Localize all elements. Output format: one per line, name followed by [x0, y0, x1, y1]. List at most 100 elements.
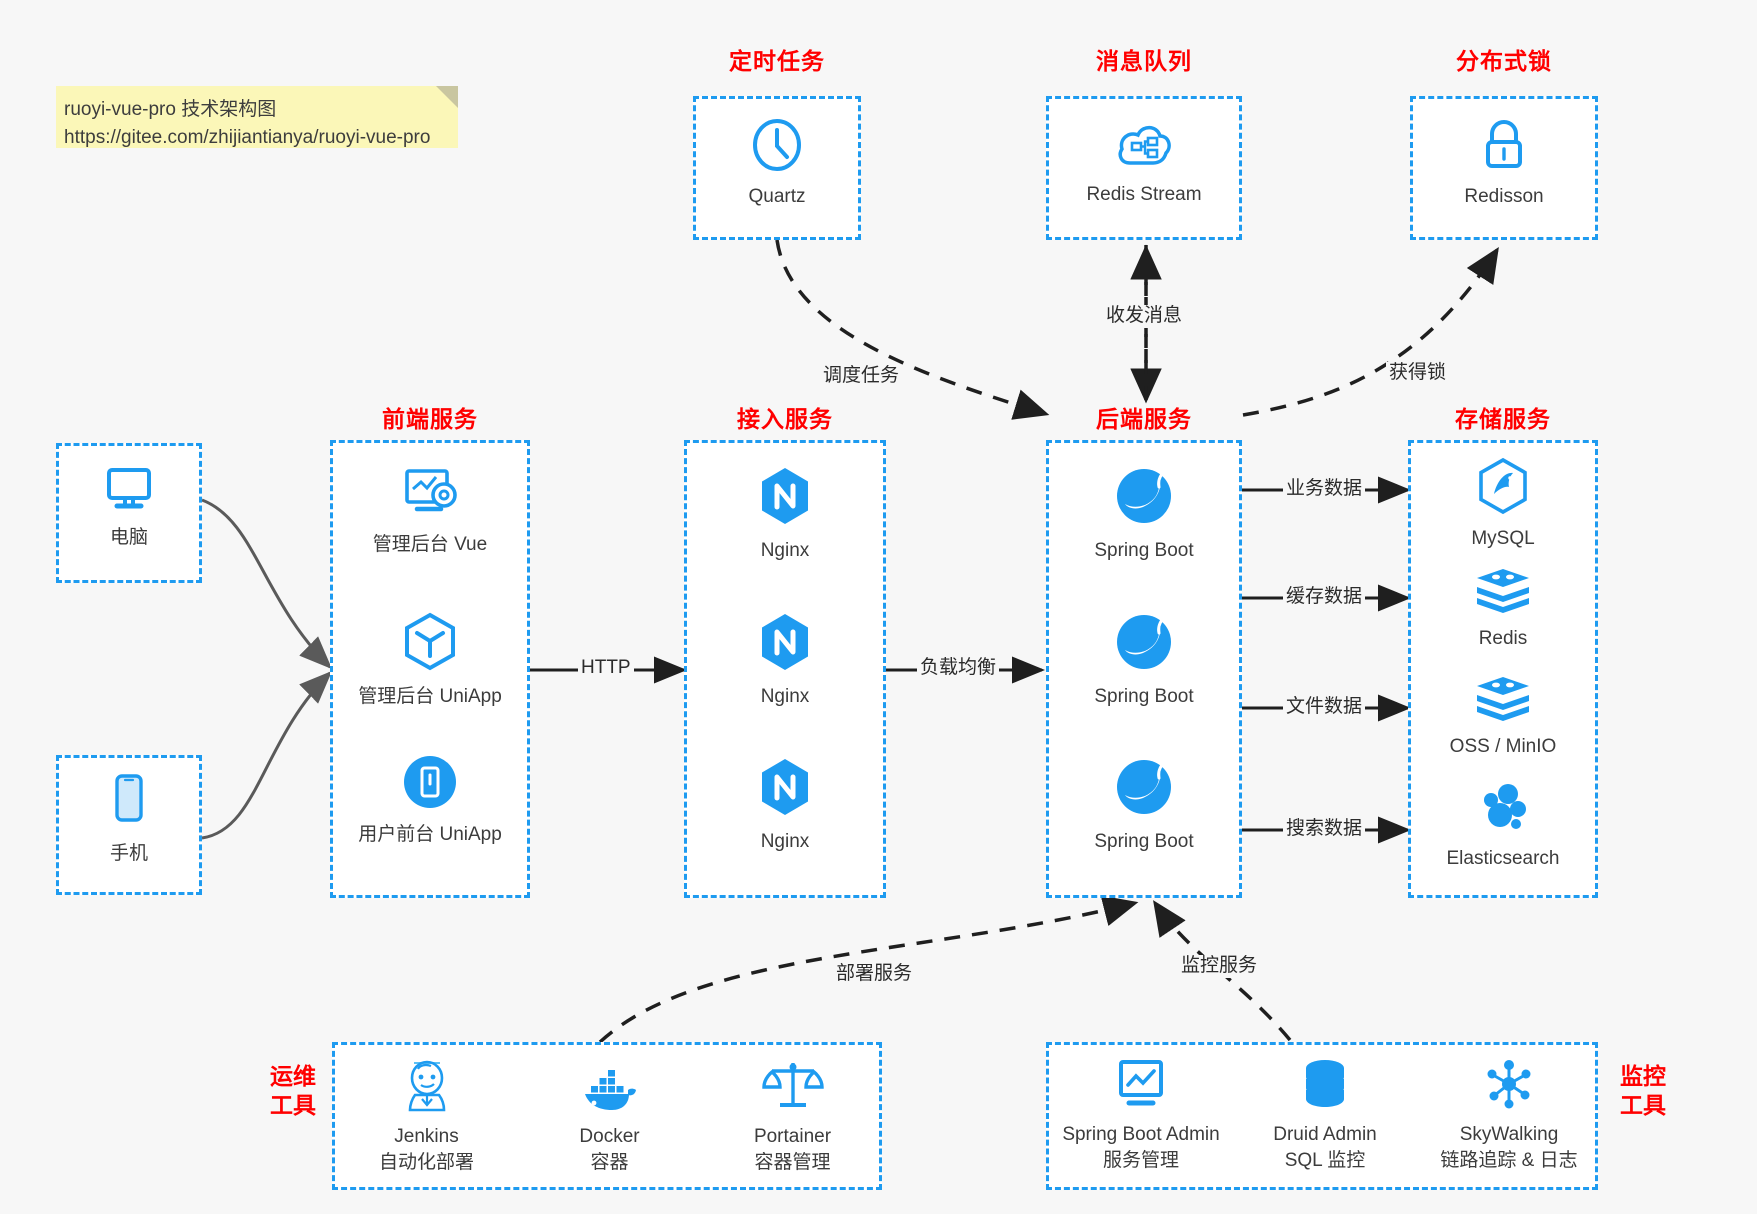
group-title-backend: 后端服务: [1096, 406, 1192, 432]
edge-label-message: 收发消息: [1103, 305, 1186, 328]
node-desktop[interactable]: 电脑: [59, 462, 199, 551]
node-elasticsearch[interactable]: Elasticsearch: [1411, 781, 1595, 872]
group-distributed-lock: Redisson: [1410, 96, 1598, 240]
node-docker[interactable]: Docker 容器: [518, 1065, 701, 1175]
note-line-1: ruoyi-vue-pro 技术架构图: [64, 99, 277, 120]
note-line-2: https://gitee.com/zhijiantianya/ruoyi-vu…: [64, 126, 431, 148]
devops-title-line-1: 运维: [270, 1063, 316, 1089]
node-label: Spring Boot: [1094, 831, 1194, 852]
node-spring-boot-1[interactable]: Spring Boot: [1049, 465, 1239, 564]
node-admin-uniapp[interactable]: 管理后台 UniApp: [333, 611, 527, 710]
node-label: Portainer: [753, 1126, 832, 1147]
node-label: Nginx: [760, 686, 810, 707]
node-label: Spring Boot: [1094, 686, 1194, 707]
node-sublabel: 容器管理: [754, 1151, 831, 1173]
spring-icon: [1113, 465, 1175, 532]
monitor-title-line-2: 工具: [1620, 1091, 1666, 1118]
node-jenkins[interactable]: Jenkins 自动化部署: [335, 1055, 518, 1175]
node-label: MySQL: [1471, 528, 1535, 549]
monitor-chart-icon: [1112, 1057, 1170, 1116]
node-oss-minio[interactable]: OSS / MinIO: [1411, 673, 1595, 760]
group-storage: MySQL Redis: [1408, 440, 1598, 898]
node-nginx-1[interactable]: Nginx: [687, 465, 883, 564]
docker-icon: [579, 1065, 641, 1118]
database-icon: [1298, 1057, 1352, 1116]
edge-label-schedule: 调度任务: [820, 365, 903, 388]
node-admin-vue[interactable]: 管理后台 Vue: [333, 465, 527, 558]
node-label: Spring Boot: [1094, 540, 1194, 561]
edge-label-search-data: 搜索数据: [1283, 818, 1366, 841]
edge-label-load-balance: 负载均衡: [917, 657, 1000, 680]
node-portainer[interactable]: Portainer 容器管理: [701, 1057, 884, 1175]
redis-icon: [1474, 673, 1532, 728]
group-devops: Jenkins 自动化部署: [332, 1042, 882, 1190]
node-sublabel: 容器: [590, 1151, 629, 1173]
edge-label-lock: 获得锁: [1386, 362, 1450, 385]
edge-label-business-data: 业务数据: [1283, 478, 1366, 501]
cloud-stream-icon: [1115, 119, 1173, 176]
group-client-desktop: 电脑: [56, 443, 202, 583]
node-sublabel: 链路追踪 & 日志: [1440, 1149, 1578, 1171]
devops-title-line-2: 工具: [270, 1091, 316, 1118]
node-label: 管理后台 UniApp: [358, 686, 502, 707]
lock-icon: [1478, 117, 1530, 178]
nginx-icon: [757, 756, 813, 823]
node-nginx-2[interactable]: Nginx: [687, 611, 883, 710]
edge-label-http: HTTP: [578, 657, 634, 680]
sticky-note: ruoyi-vue-pro 技术架构图 https://gitee.com/zh…: [56, 86, 458, 148]
group-message-queue: Redis Stream: [1046, 96, 1242, 240]
node-spring-boot-admin[interactable]: Spring Boot Admin 服务管理: [1049, 1057, 1233, 1173]
node-quartz[interactable]: Quartz: [696, 117, 858, 210]
group-title-gateway: 接入服务: [737, 406, 833, 432]
node-label: Nginx: [760, 831, 810, 852]
mobile-icon: [108, 772, 150, 835]
dashboard-icon: [399, 465, 461, 526]
group-title-message-queue: 消息队列: [1096, 48, 1192, 74]
redis-icon: [1474, 565, 1532, 620]
node-label: 电脑: [109, 527, 148, 548]
edge-label-deploy: 部署服务: [833, 963, 916, 986]
node-redis-stream[interactable]: Redis Stream: [1049, 119, 1239, 208]
edge-label-file-data: 文件数据: [1283, 696, 1366, 719]
skywalking-icon: [1481, 1057, 1537, 1116]
group-title-devops: 运维 工具: [258, 1062, 328, 1120]
node-druid-admin[interactable]: Druid Admin SQL 监控: [1233, 1057, 1417, 1173]
app-circle-icon: [401, 753, 459, 816]
node-label: Redis Stream: [1086, 184, 1202, 205]
node-user-uniapp[interactable]: 用户前台 UniApp: [333, 753, 527, 848]
group-backend: Spring Boot Spring Boot Spring Boot: [1046, 440, 1242, 898]
node-sublabel: 自动化部署: [378, 1151, 474, 1173]
node-mysql[interactable]: MySQL: [1411, 457, 1595, 552]
nginx-icon: [757, 611, 813, 678]
node-label: 用户前台 UniApp: [358, 824, 502, 845]
edge-label-monitor: 监控服务: [1178, 955, 1261, 978]
node-label: Elasticsearch: [1446, 848, 1560, 869]
node-label: Redisson: [1464, 186, 1544, 207]
node-nginx-3[interactable]: Nginx: [687, 756, 883, 855]
spring-icon: [1113, 611, 1175, 678]
node-label: Quartz: [748, 186, 806, 207]
group-monitor: Spring Boot Admin 服务管理 Druid Admin SQL 监…: [1046, 1042, 1598, 1190]
node-label: 管理后台 Vue: [372, 534, 488, 555]
edge-label-cache-data: 缓存数据: [1283, 586, 1366, 609]
node-spring-boot-2[interactable]: Spring Boot: [1049, 611, 1239, 710]
mysql-icon: [1475, 457, 1531, 520]
group-gateway: Nginx Nginx Nginx: [684, 440, 886, 898]
node-label: Docker: [579, 1126, 640, 1147]
node-mobile[interactable]: 手机: [59, 772, 199, 867]
group-frontend: 管理后台 Vue 管理后台 UniApp 用户前台 UniApp: [330, 440, 530, 898]
group-title-frontend: 前端服务: [382, 406, 478, 432]
node-redisson[interactable]: Redisson: [1413, 117, 1595, 210]
node-spring-boot-3[interactable]: Spring Boot: [1049, 756, 1239, 855]
group-client-mobile: 手机: [56, 755, 202, 895]
group-title-storage: 存储服务: [1455, 406, 1551, 432]
group-title-distributed-lock: 分布式锁: [1456, 48, 1552, 74]
node-label: OSS / MinIO: [1449, 736, 1557, 757]
node-redis[interactable]: Redis: [1411, 565, 1595, 652]
scales-icon: [761, 1057, 824, 1118]
elasticsearch-icon: [1475, 781, 1531, 840]
node-skywalking[interactable]: SkyWalking 链路追踪 & 日志: [1417, 1057, 1601, 1173]
cube-icon: [401, 611, 459, 678]
spring-icon: [1113, 756, 1175, 823]
clock-icon: [749, 117, 805, 178]
